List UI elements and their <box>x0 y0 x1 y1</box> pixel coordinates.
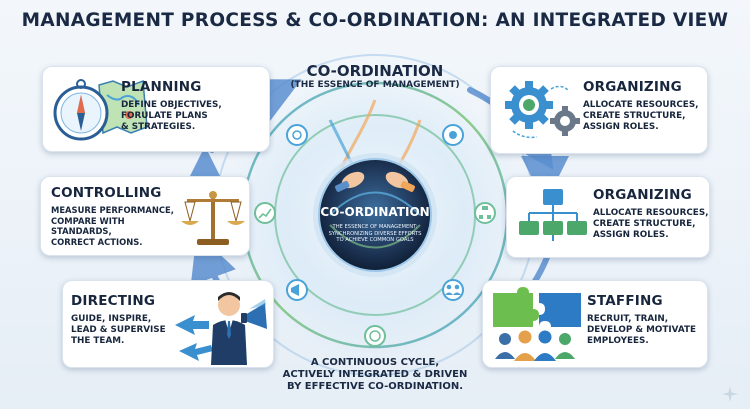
compass-map-icon <box>53 79 148 141</box>
staffing-line: RECRUIT, TRAIN, <box>587 314 669 324</box>
planning-line: FORULATE PLANS <box>121 111 208 121</box>
ring-node-network-icon <box>474 202 496 224</box>
ring-node-cycle-icon <box>364 325 386 347</box>
staffing-line: EMPLOYEES. <box>587 336 649 346</box>
planning-panel: PLANNING DEFINE OBJECTIVES, FORULATE PLA… <box>42 66 270 152</box>
directing-line: THE TEAM. <box>71 336 125 346</box>
controlling-line: MEASURE PERFORMANCE, <box>51 205 174 215</box>
planning-description: DEFINE OBJECTIVES, FORULATE PLANS & STRA… <box>121 100 222 133</box>
ring-node-chart-icon <box>254 202 276 224</box>
hub-title: CO-ORDINATION <box>320 205 430 219</box>
organizing-middle-line: ASSIGN ROLES. <box>593 230 669 240</box>
organizing-top-line: ASSIGN ROLES. <box>583 122 659 132</box>
directing-panel: DIRECTING GUIDE, INSPIRE, LEAD & SUPERVI… <box>62 280 274 368</box>
controlling-panel: CONTROLLING MEASURE PERFORMANCE, COMPARE… <box>40 176 250 256</box>
hub-subtitle-line: SYNCHRONIZING DIVERSE EFFORTS <box>328 230 422 237</box>
bottom-caption: A CONTINUOUS CYCLE, ACTIVELY INTEGRATED … <box>240 357 510 393</box>
organizing-top-heading: ORGANIZING <box>583 79 682 95</box>
planning-heading: PLANNING <box>121 79 202 95</box>
center-subtitle: (THE ESSENCE OF MANAGEMENT) <box>290 80 460 90</box>
directing-line: GUIDE, INSPIRE, <box>71 314 152 324</box>
ring-node-megaphone-icon <box>286 279 308 301</box>
organizing-middle-line: CREATE STRUCTURE, <box>593 219 696 229</box>
organizing-panel-top: ORGANIZING ALLOCATE RESOURCES, CREATE ST… <box>490 66 708 154</box>
leader-megaphone-icon <box>175 292 267 365</box>
organizing-top-description: ALLOCATE RESOURCES, CREATE STRUCTURE, AS… <box>583 100 699 133</box>
controlling-line: COMPARE WITH <box>51 215 125 226</box>
sparkle-icon <box>722 386 738 402</box>
bottom-caption-line: ACTIVELY INTEGRATED & DRIVEN <box>282 369 468 380</box>
bottom-caption-line: BY EFFECTIVE CO-ORDINATION. <box>287 381 463 392</box>
page-title: MANAGEMENT PROCESS & CO-ORDINATION: AN I… <box>21 10 729 31</box>
gears-icon <box>505 81 580 139</box>
ring-node-gear-icon <box>442 124 464 146</box>
ring-node-people-icon <box>442 279 464 301</box>
controlling-description: MEASURE PERFORMANCE, COMPARE WITH STANDA… <box>51 205 174 247</box>
planning-line: & STRATEGIES. <box>121 122 196 132</box>
ring-node-target-icon <box>286 124 308 146</box>
puzzle-team-icon <box>493 287 581 361</box>
organizing-panel-middle: ORGANIZING ALLOCATE RESOURCES, CREATE ST… <box>506 176 710 258</box>
center-title: CO-ORDINATION <box>306 62 444 80</box>
controlling-line: CORRECT ACTIONS. <box>51 236 143 247</box>
organizing-middle-heading: ORGANIZING <box>593 187 692 203</box>
controlling-line: STANDARDS, <box>51 226 112 236</box>
hub-subtitle: THE ESSENCE OF MANAGEMENT: SYNCHRONIZING… <box>318 224 432 244</box>
planning-line: DEFINE OBJECTIVES, <box>121 100 222 110</box>
staffing-heading: STAFFING <box>587 293 663 309</box>
organizing-middle-line: ALLOCATE RESOURCES, <box>593 208 709 218</box>
directing-line: LEAD & SUPERVISE <box>71 325 166 335</box>
directing-heading: DIRECTING <box>71 293 156 309</box>
staffing-line: DEVELOP & MOTIVATE <box>587 325 696 335</box>
controlling-heading: CONTROLLING <box>51 185 162 201</box>
org-chart-icon <box>519 189 587 241</box>
scales-icon <box>181 191 245 245</box>
bottom-caption-line: A CONTINUOUS CYCLE, <box>310 357 440 368</box>
staffing-panel: STAFFING RECRUIT, TRAIN, DEVELOP & MOTIV… <box>482 280 708 368</box>
staffing-description: RECRUIT, TRAIN, DEVELOP & MOTIVATE EMPLO… <box>587 314 696 347</box>
hub-subtitle-line: TO ACHIEVE COMMON GOALS <box>336 237 414 243</box>
organizing-middle-description: ALLOCATE RESOURCES, CREATE STRUCTURE, AS… <box>593 208 709 241</box>
hub-subtitle-line: THE ESSENCE OF MANAGEMENT: <box>332 224 418 230</box>
directing-description: GUIDE, INSPIRE, LEAD & SUPERVISE THE TEA… <box>71 314 166 347</box>
organizing-top-line: CREATE STRUCTURE, <box>583 111 686 121</box>
organizing-top-line: ALLOCATE RESOURCES, <box>583 100 699 110</box>
